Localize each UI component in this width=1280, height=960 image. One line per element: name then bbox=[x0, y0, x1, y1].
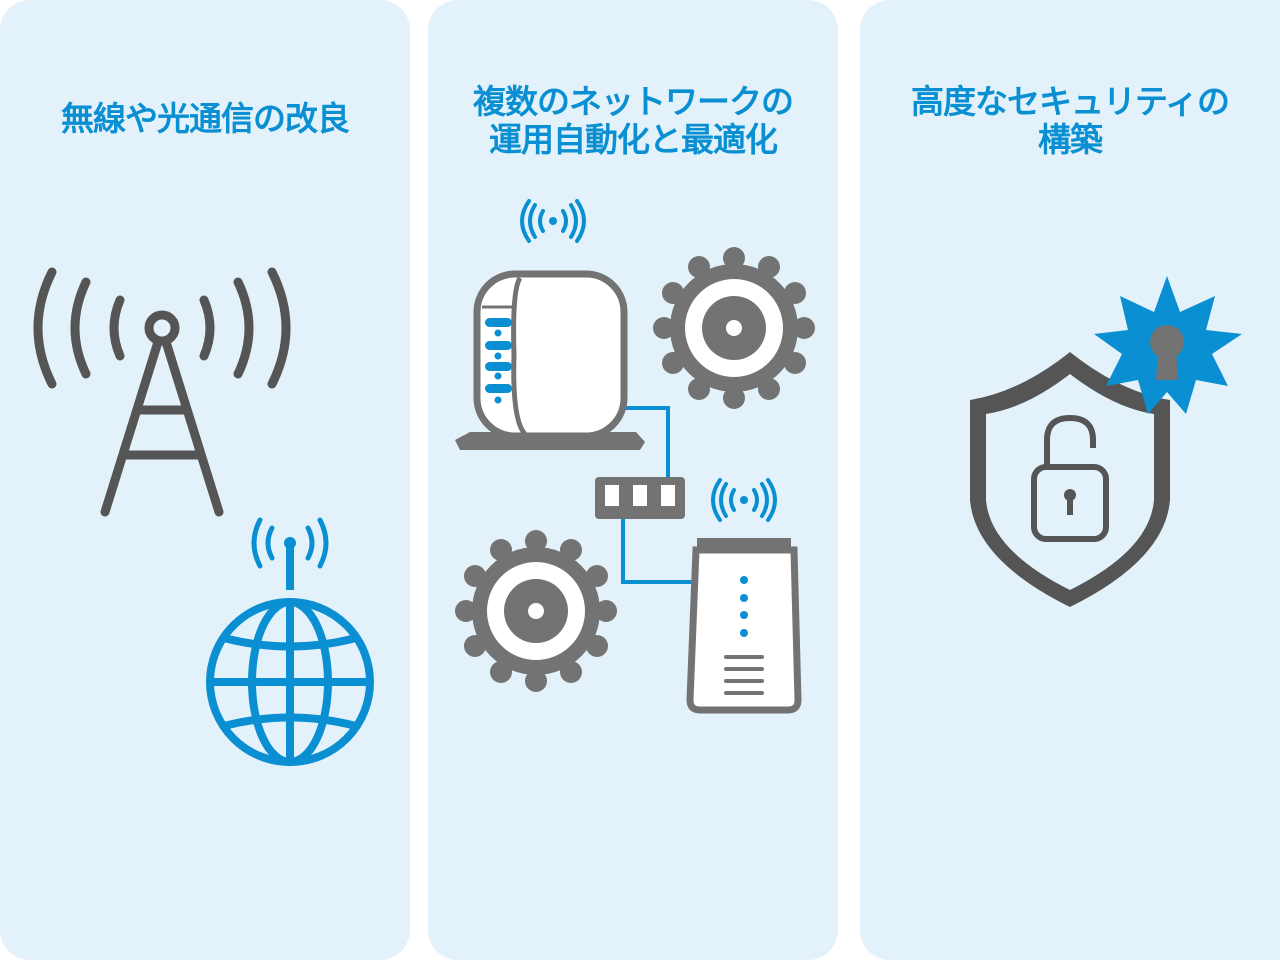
shield-icon bbox=[970, 352, 1170, 607]
radio-tower-icon bbox=[33, 267, 291, 517]
panel-title: 無線や光通信の改良 bbox=[61, 99, 350, 138]
panel-title-line1: 複数のネットワークの bbox=[473, 82, 794, 121]
wireless-signal-icon bbox=[284, 537, 296, 549]
panel-title-line2: 運用自動化と最適化 bbox=[489, 120, 778, 159]
panel-wireless: 無線や光通信の改良 bbox=[0, 0, 410, 960]
panel-network-automation: 複数のネットワークの 運用自動化と最適化 bbox=[428, 0, 838, 960]
panel-security: 高度なセキュリティの 構築 bbox=[860, 0, 1280, 960]
router-icon bbox=[455, 270, 645, 450]
network-cable-icon bbox=[620, 406, 692, 584]
padlock-icon bbox=[1031, 414, 1109, 542]
panel-title-line1: 高度なセキュリティの bbox=[910, 82, 1230, 121]
gear-icon bbox=[455, 530, 617, 692]
wireless-signal-icon bbox=[711, 478, 777, 522]
globe-icon bbox=[206, 517, 374, 766]
starburst-keyhole-icon bbox=[1094, 276, 1242, 414]
wireless-signal-icon bbox=[520, 199, 586, 243]
panel-title-line2: 構築 bbox=[1038, 120, 1103, 159]
network-switch-icon bbox=[595, 477, 685, 519]
access-point-icon bbox=[686, 538, 802, 714]
gear-icon bbox=[653, 247, 815, 409]
